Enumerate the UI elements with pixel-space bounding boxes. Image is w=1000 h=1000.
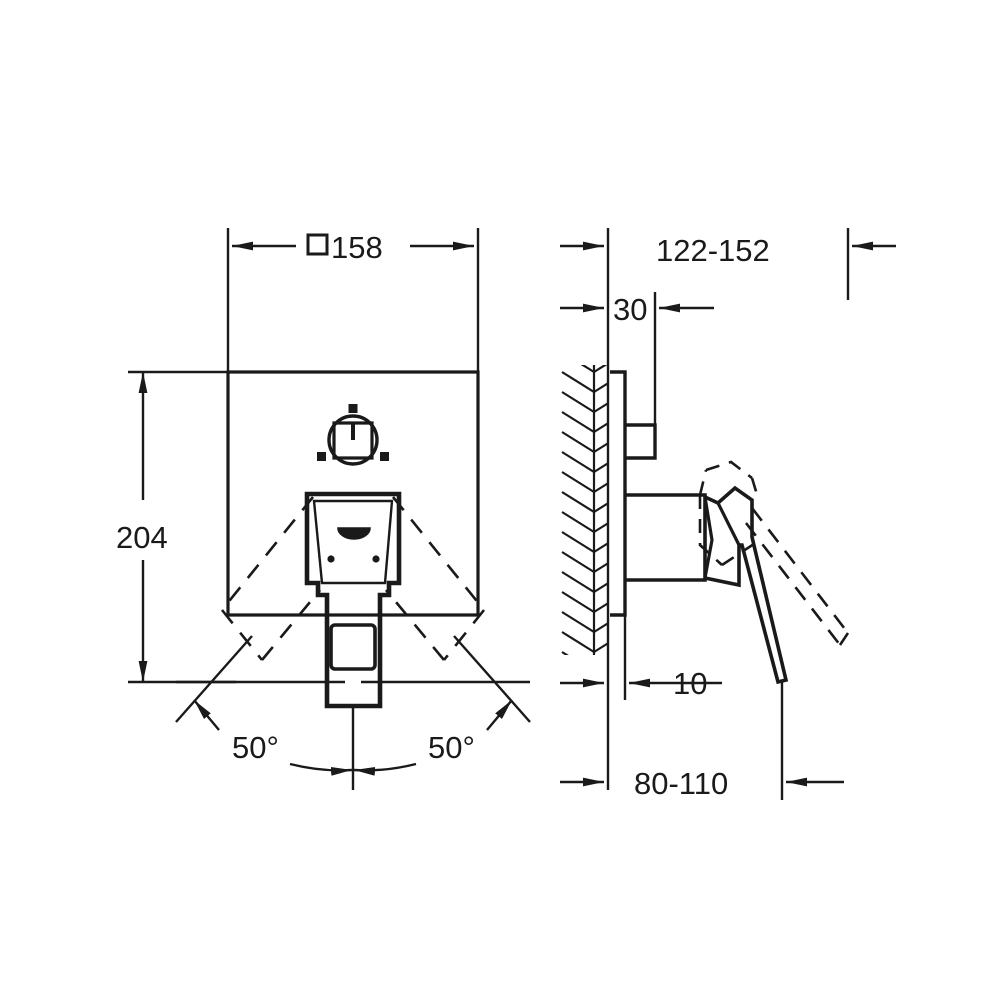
lever-swing-envelope-left [220,496,322,661]
body-projection-value: 80-110 [634,766,728,801]
square-symbol-icon [306,233,329,256]
diverter-projection-dimension [560,292,714,425]
diverter-knob [317,404,389,466]
body-projection-dimension [560,680,844,800]
valve-body-section [625,493,707,582]
escutcheon-plate-front [226,370,480,617]
plate-height-value: 204 [116,520,168,555]
total-projection-dimension [560,228,896,300]
diverter-knob-section [625,423,657,460]
lever-angle-right-dimension [353,635,531,776]
lever-handle-swing-dashed [698,460,761,567]
plate-thickness-value: 10 [673,666,707,701]
escutcheon-plate-section [610,370,627,617]
plate-thickness-dimension [560,615,722,700]
diverter-projection-value: 30 [613,292,647,327]
lever-handle-side [703,485,789,685]
brand-logo-mark [337,527,371,540]
lever-handle-swing-arm-dashed [744,507,850,646]
total-projection-value: 122-152 [656,233,770,268]
lever-angle-left-dimension [175,635,353,776]
dimension-texts: 158 204 50° 50° 122-152 30 10 80-110 [116,230,770,801]
lever-angle-left-value: 50° [232,730,279,765]
lever-swing-envelope-right [384,496,486,661]
wall-hatching [561,365,609,655]
plate-width-value: 158 [331,230,383,265]
plate-width-dimension [226,228,480,372]
lever-angle-right-value: 50° [428,730,475,765]
front-view [128,228,531,790]
lever-handle-front [304,491,402,709]
side-section-view [560,228,896,800]
